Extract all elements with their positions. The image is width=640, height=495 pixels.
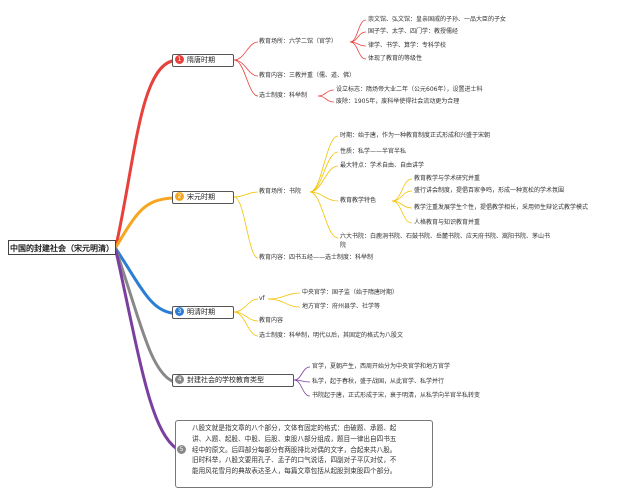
root-node: 中国的封建社会（宋元明清） (8, 240, 116, 255)
b5-note-text: 八股文就是指文章的八个部分，文体有固定的格式：由破题、承题、起 讲、入题、起股、… (192, 423, 432, 477)
branch-line-2 (114, 196, 174, 249)
b5-line-2: 经中的原文。后四部分每部分有两股排比对偶的文字，合起来共八股。 (192, 445, 397, 454)
b1-exam-item-0: 设立标志：隋炀帝大业二年（公元606年），设置进士科 (336, 86, 483, 93)
branch-3-label: 明清时期 (187, 308, 215, 316)
b2-content: 教育内容：四书五经——选士制度：科举制 (259, 254, 374, 261)
b5-line-0: 八股文就是指文章的八个部分，文体有固定的格式：由破题、承题、起 (192, 424, 397, 432)
b3-content: 教育内容 (259, 317, 284, 324)
branch-4-label: 封建社会的学校教育类型 (187, 376, 264, 384)
branch-2-number: 2 (175, 191, 184, 201)
b1-place-item-0: 崇文馆、弘文馆：皇亲国戚的子孙、一品大臣的子女 (368, 16, 507, 23)
branch-line-5 (114, 249, 179, 451)
branch-4-number: 4 (175, 374, 184, 384)
branch-line-3 (114, 247, 174, 315)
b5-note-box (175, 420, 433, 488)
b4-item-2: 书院起于唐，正式形成于宋，衰于明清，从私学向半官半私转变 (312, 392, 481, 399)
b2-feature-item-1: 盛行讲会制度，提倡百家争鸣，形成一种宽松的学术氛围 (414, 187, 565, 194)
b2-item-2: 最大特点：学术自由、自由讲学 (340, 162, 425, 169)
b5-line-4: 能用风花雪月的典故表达圣人，每篇文章包括从起股到束股四个部分。 (192, 467, 397, 476)
b2-six-academies-line1: 六大书院：白鹿洞书院、石鼓书院、岳麓书院、应天府书院、嵩阳书院、茅山书 (340, 233, 551, 240)
branch-2-label: 宋元时期 (187, 193, 215, 201)
b2-feature-item-2: 教学注重发展学生个性，提倡教学相长，采用师生辩论式教学模式 (414, 204, 589, 211)
b2-item-1: 性质：私学——半官半私 (340, 148, 407, 155)
branch-line-4 (114, 248, 174, 383)
b1-place-item-1: 国子学、太学、四门学：教授儒经 (368, 28, 459, 35)
b3-central: 中央官学：国子监（始于隋唐时期） (302, 289, 399, 296)
b1-content: 教育内容：三教并重（儒、道、佛） (259, 72, 356, 79)
b1-exam: 选士制度：科举制 (259, 92, 308, 99)
b2-feature: 教育教学特色 (340, 197, 377, 204)
b2-six-academies-line2: 院 (340, 242, 347, 249)
b5-line-1: 讲、入题、起股、中股、后股、束股八部分组成，题目一律出自四书五 (192, 434, 397, 443)
branch-1-number: 1 (175, 54, 184, 64)
b2-feature-item-3: 人格教育与知识教育并重 (414, 219, 481, 226)
b3-local: 地方官学：府州县学、社学等 (302, 303, 381, 310)
b4-item-1: 私学，起于春秋，盛于战国，从此官学、私学并行 (312, 378, 445, 385)
b1-place: 教育场所：六学二馆（官学） (259, 38, 338, 45)
branch-3-number: 3 (175, 306, 184, 316)
b2-feature-item-0: 教育教学与学术研究并重 (414, 175, 481, 182)
b3-exam: 选士制度：科举制，明代以后，其固定的格式为八股文 (259, 332, 404, 339)
b1-place-item-3: 体现了教育的等级性 (368, 55, 423, 62)
branch-line-1 (114, 59, 174, 248)
b2-item-0: 时期：始于唐，作为一种教育制度正式形成和兴盛于宋朝 (340, 132, 491, 139)
b4-item-0: 官学，夏朝产生，西周开始分为中央官学和地方官学 (312, 363, 451, 370)
b1-exam-item-1: 废除：1905年，废科举使得社会流动更为合理 (336, 98, 460, 105)
b2-place: 教育场所：书院 (259, 188, 302, 195)
branch-1-label: 隋唐时期 (187, 56, 215, 64)
branch-5-number: 5 (177, 445, 186, 454)
b3-vf: vf (259, 295, 265, 302)
b5-line-3: 旧时科举，八股文要用孔子、孟子的口气说话，四副对子平仄对仗，不 (192, 456, 397, 465)
b1-place-item-2: 律学、书学、算学：专科学校 (368, 42, 447, 49)
